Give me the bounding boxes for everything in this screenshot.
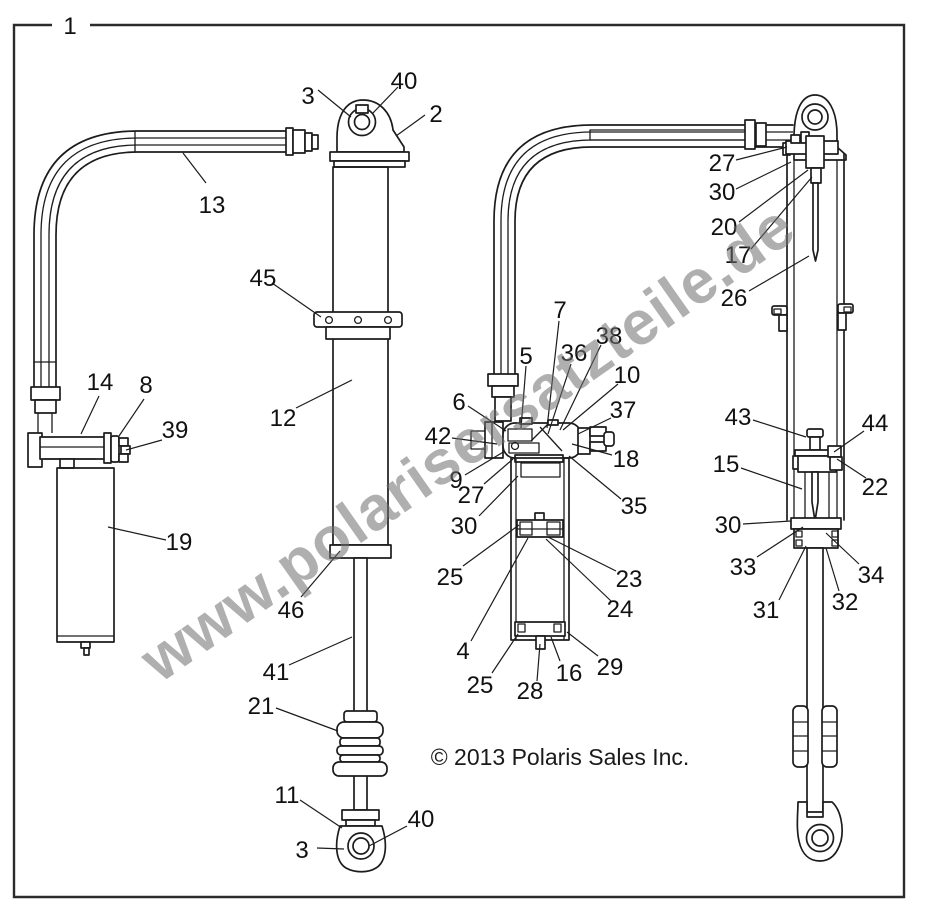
shock-rod [806,547,824,813]
part-number-callout: 30 [709,179,736,206]
leader-lines [80,86,867,850]
reservoir-end-cap [514,621,566,650]
part-number-callout: 19 [166,529,193,556]
right-shock-section-assembly [771,94,854,862]
middle-reservoir-exploded-assembly [470,119,794,650]
bottom-eyelet-mount [335,809,387,873]
part-number-callout: 21 [248,693,275,720]
part-number-callout: 31 [753,597,780,624]
reservoir-hose [33,130,289,388]
top-eyelet-mount [329,99,410,168]
watermark-text: www.polarisersatzteile.de [127,191,807,696]
part-number-callout: 6 [452,389,465,416]
part-number-callout: 18 [613,446,640,473]
part-number-callout: 43 [725,404,752,431]
part-number-callout: 27 [709,150,736,177]
part-number-callout: 37 [610,397,637,424]
spring-clip-left [771,305,788,332]
part-number-callout: 8 [139,372,152,399]
part-number-callouts: 3 40 2 13 45 12 14 8 39 19 46 41 21 11 4… [87,68,889,864]
figure-ref-label: 1 [63,13,76,40]
bumper-bellows [332,710,388,777]
part-number-callout: 41 [263,659,290,686]
part-number-callout: 2 [429,101,442,128]
reservoir-hose-2 [493,119,794,375]
part-number-callout: 17 [725,242,752,269]
metering-needle [812,182,819,262]
part-number-callout: 3 [301,83,314,110]
part-number-callout: 23 [616,566,643,593]
part-number-callout: 13 [199,192,226,219]
spring-clip-right [837,303,854,331]
reservoir-valve-head [470,417,615,459]
part-number-callout: 4 [456,638,469,665]
part-number-callout: 35 [621,493,648,520]
part-number-callout: 12 [270,405,297,432]
part-number-callout: 14 [87,369,114,396]
part-number-callout: 10 [614,362,641,389]
bottom-eyelet-mount-2 [796,801,843,862]
page-border [12,23,906,899]
part-number-callout: 42 [425,423,452,450]
part-number-callout: 34 [858,562,885,589]
part-number-callout: 25 [467,672,494,699]
part-number-callout: 33 [730,554,757,581]
part-number-callout: 11 [275,782,300,809]
part-number-callout: 15 [713,451,740,478]
part-number-callout: 44 [862,410,889,437]
part-number-callout: 7 [553,297,566,324]
part-number-callout: 39 [162,417,189,444]
part-number-callout: 40 [391,68,418,95]
spring-seat-flange [313,311,403,340]
part-number-callout: 20 [711,214,738,241]
part-number-callout: 5 [519,343,532,370]
part-number-callout: 26 [721,285,748,312]
bumper-section [792,705,838,768]
remote-reservoir [56,467,115,656]
internal-valve-stack [792,428,843,522]
part-number-callout: 40 [408,806,435,833]
part-number-callout: 32 [832,589,859,616]
part-number-callout: 24 [607,596,634,623]
left-shock-assembly [27,99,410,873]
reservoir-canister-cutaway [510,454,570,650]
floating-piston [516,512,564,538]
copyright-text: © 2013 Polaris Sales Inc. [431,744,690,770]
hose-end-fitting [285,127,319,156]
part-number-callout: 30 [715,512,742,539]
part-number-callout: 29 [597,654,624,681]
part-number-callout: 3 [295,837,308,864]
part-number-callout: 25 [437,564,464,591]
part-number-callout: 27 [458,482,485,509]
part-number-callout: 9 [449,467,462,494]
compression-adjuster-stack [782,131,839,262]
part-number-callout: 22 [862,474,889,501]
hose-reservoir-fitting [27,386,131,469]
part-number-callout: 38 [596,323,623,350]
seal-head-assembly [790,517,842,549]
part-number-callout: 36 [561,340,588,367]
part-number-callout: 45 [250,265,277,292]
hose-valve-fitting [487,373,519,422]
part-number-callout: 16 [556,660,583,687]
part-number-callout: 28 [517,678,544,705]
part-number-callout: 30 [451,513,478,540]
part-number-callout: 46 [278,597,305,624]
